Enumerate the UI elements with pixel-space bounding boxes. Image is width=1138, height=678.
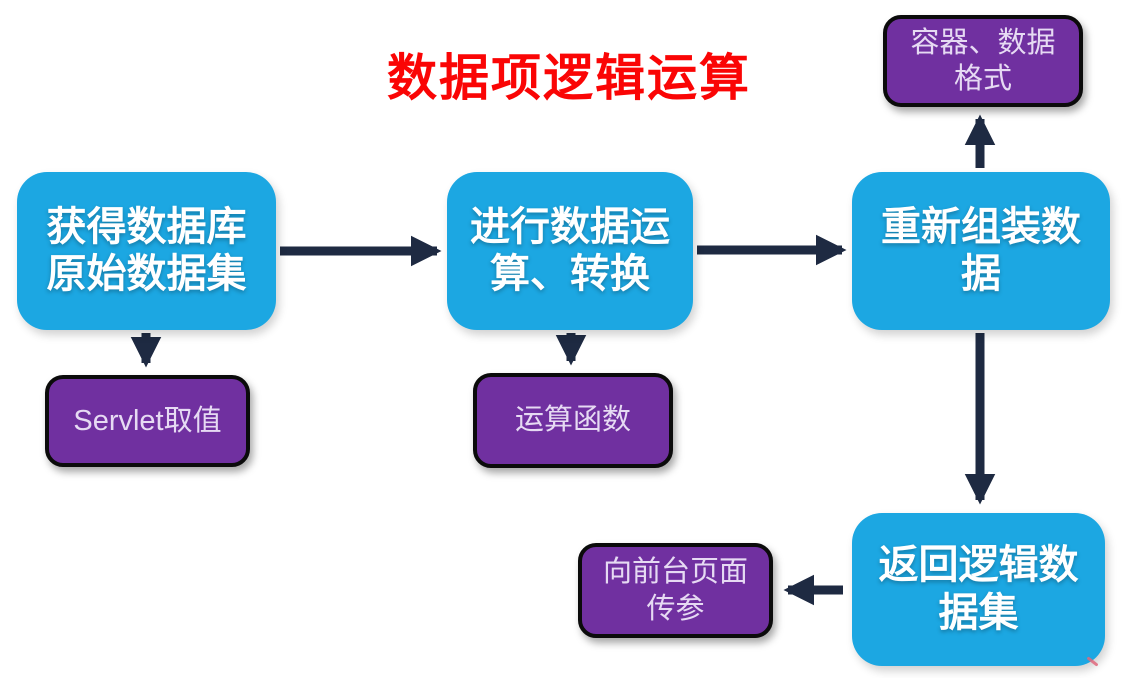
node-return-logical-dataset: 返回逻辑数 据集	[852, 513, 1105, 666]
node-get-original-dataset: 获得数据库 原始数据集	[17, 172, 276, 330]
node-container-data-format: 容器、数据 格式	[883, 15, 1083, 107]
node-operation-functions: 运算函数	[473, 373, 673, 468]
node-data-operation-conversion: 进行数据运 算、转换	[447, 172, 693, 330]
node-pass-params-to-frontend: 向前台页面 传参	[578, 543, 773, 638]
node-servlet-get-value: Servlet取值	[45, 375, 250, 467]
diagram-title: 数据项逻辑运算	[387, 50, 751, 106]
node-reassemble-data: 重新组装数 据	[852, 172, 1110, 330]
